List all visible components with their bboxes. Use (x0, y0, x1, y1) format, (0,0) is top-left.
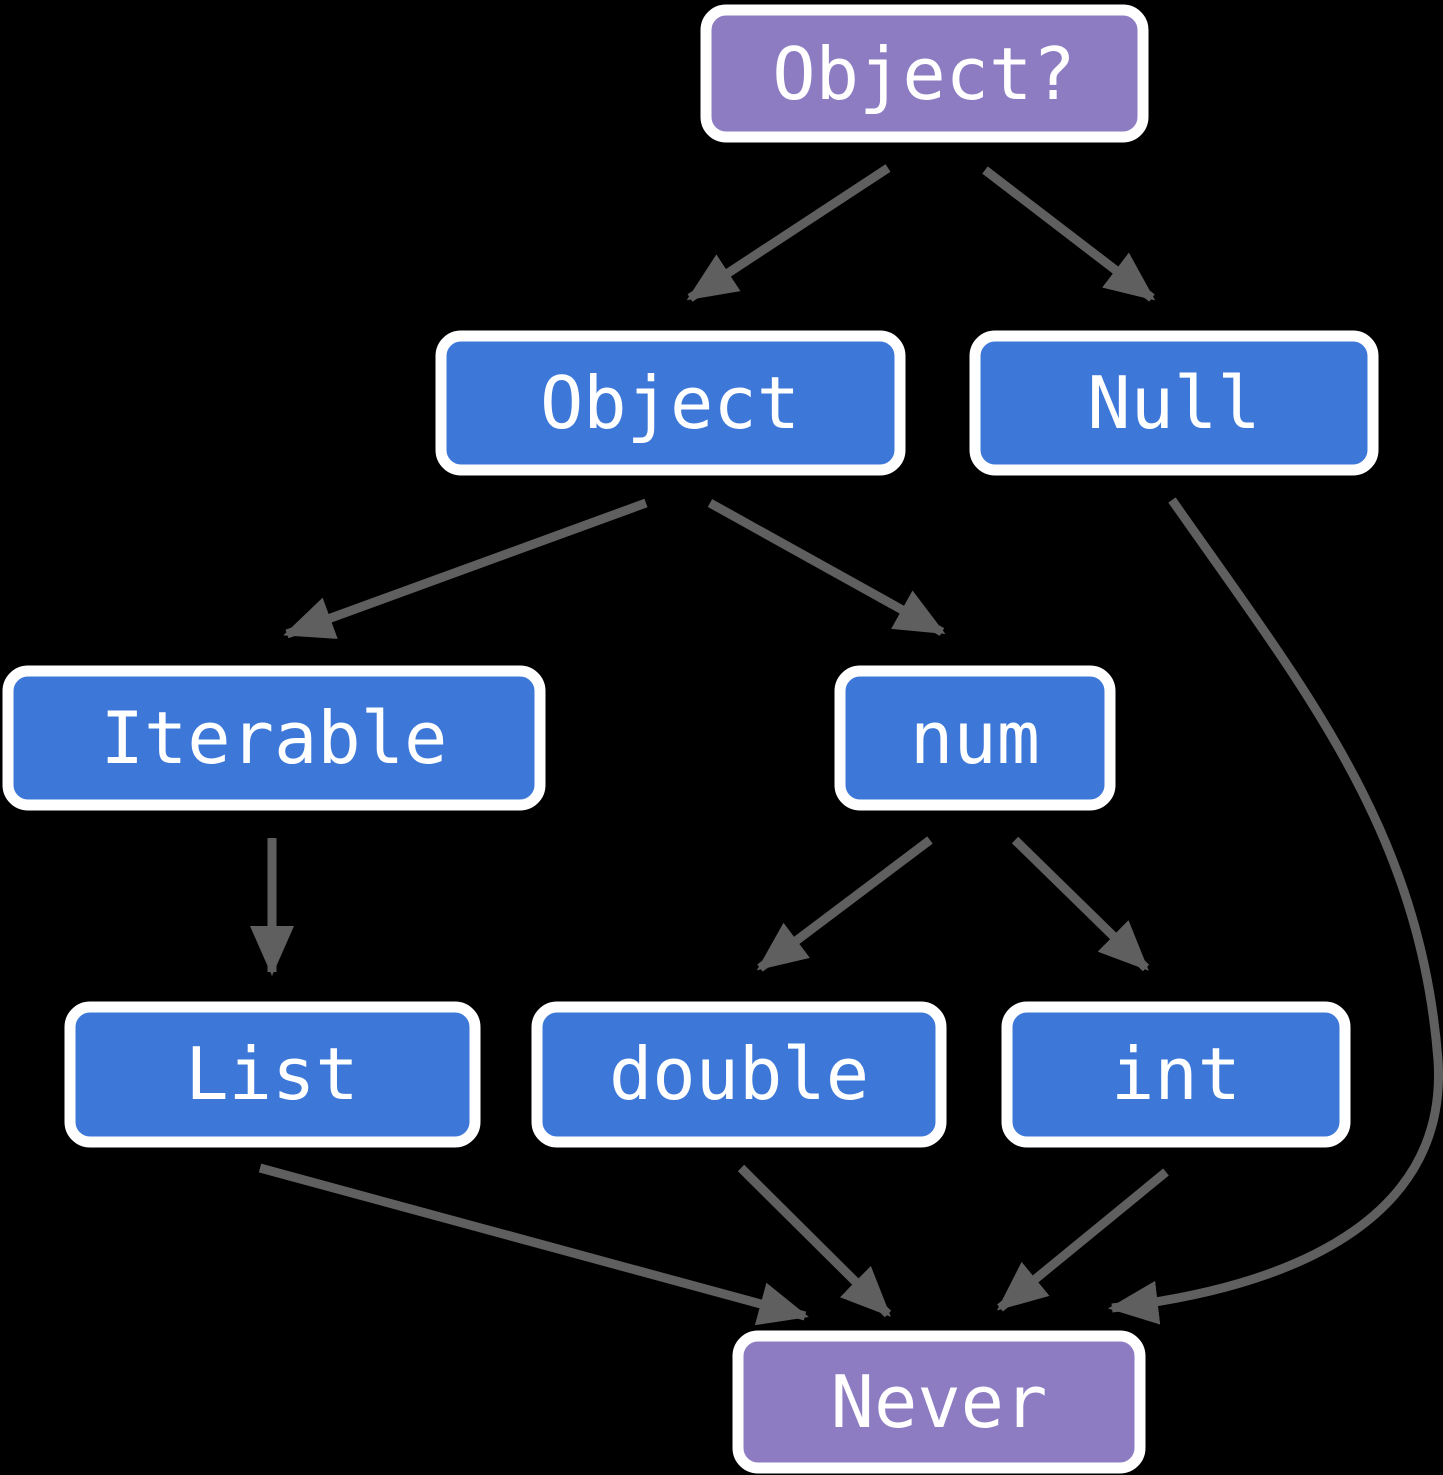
edge-num-to-double (756, 836, 933, 972)
edge-double-to-never (737, 1164, 892, 1318)
edge-null-to-never (1108, 497, 1443, 1325)
edges (250, 164, 1443, 1326)
node-never-box (732, 1330, 1146, 1474)
edge-list-to-never (258, 1163, 809, 1326)
edge-object-to-num (707, 499, 946, 636)
edge-objectnullable-to-object (686, 164, 891, 302)
node-list-label: List (185, 1032, 358, 1116)
node-double: double (531, 1001, 947, 1148)
node-list: List (64, 1001, 481, 1148)
node-iterable-label: Iterable (101, 696, 448, 780)
edge-object-to-iterable (283, 498, 648, 639)
node-null: Null (969, 330, 1379, 476)
node-iterable: Iterable (2, 665, 546, 811)
node-never-label: Never (831, 1360, 1048, 1444)
node-null-box (969, 330, 1379, 476)
edge-int-to-never (996, 1168, 1169, 1312)
edge-objectnullable-to-null (982, 166, 1156, 302)
nodes: Object? Object Null Iterable num List do… (2, 4, 1379, 1474)
node-int-label: int (1111, 1032, 1241, 1116)
node-iterable-box (2, 665, 546, 811)
node-object-nullable-label: Object? (772, 32, 1075, 116)
node-num-label: num (910, 696, 1040, 780)
node-int-box (1001, 1001, 1351, 1148)
node-object-nullable-box (700, 4, 1149, 143)
node-object-nullable: Object? (700, 4, 1149, 143)
node-object: Object (435, 330, 906, 476)
node-num: num (834, 665, 1116, 811)
node-double-box (531, 1001, 947, 1148)
edge-num-to-int (1011, 836, 1150, 972)
node-double-label: double (609, 1032, 869, 1116)
node-int: int (1001, 1001, 1351, 1148)
node-object-label: Object (540, 361, 800, 445)
node-num-box (834, 665, 1116, 811)
node-object-box (435, 330, 906, 476)
node-never: Never (732, 1330, 1146, 1474)
node-null-label: Null (1087, 361, 1260, 445)
node-list-box (64, 1001, 481, 1148)
